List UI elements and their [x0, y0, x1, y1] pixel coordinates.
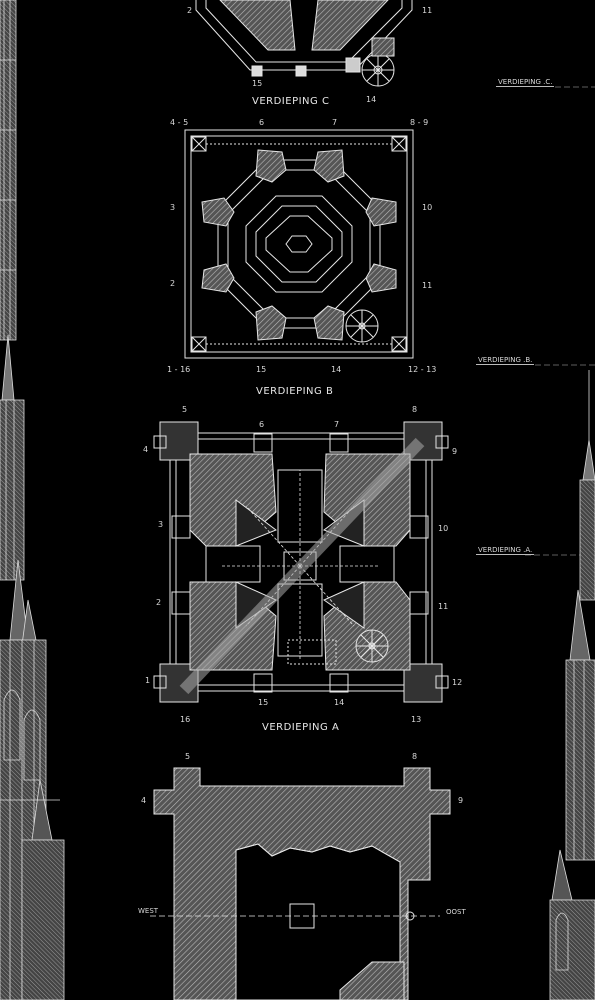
floor-a-number: 2 — [156, 598, 162, 607]
ground-floor-number: 9 — [458, 796, 464, 805]
floor-b-number: 2 — [170, 279, 176, 288]
floor-a-number: 11 — [438, 602, 449, 611]
floor-b-number: 4 - 5 — [170, 118, 189, 127]
level-marker-a: VERDIEPING .A. — [476, 546, 535, 555]
floor-a-number: 8 — [412, 405, 418, 414]
floor-b-number: 6 — [259, 118, 265, 127]
level-marker-b: VERDIEPING .B. — [476, 356, 535, 365]
ground-floor-number: 4 — [141, 796, 147, 805]
floor-a-number: 15 — [258, 698, 269, 707]
floor-c-title: VERDIEPING C — [252, 96, 330, 107]
floor-a-number: 9 — [452, 447, 458, 456]
floor-plan-a — [153, 421, 449, 703]
floor-c-number: 2 — [187, 6, 193, 15]
floor-b-number: 3 — [170, 203, 176, 212]
compass-west-label: WEST — [138, 907, 159, 915]
floor-a-title: VERDIEPING A — [262, 722, 340, 733]
compass-east-label: OOST — [446, 908, 466, 916]
floor-a-number: 12 — [452, 678, 463, 687]
floor-a-number: 16 — [180, 715, 191, 724]
floor-a-number: 10 — [438, 524, 449, 533]
left-tower-elevation — [0, 0, 65, 1000]
floor-c-number: 15 — [252, 79, 263, 88]
ground-floor-number: 8 — [412, 752, 418, 761]
floor-a-number: 7 — [334, 420, 340, 429]
floor-plan-b — [184, 129, 414, 359]
floor-b-number: 8 - 9 — [410, 118, 429, 127]
level-marker-c: VERDIEPING .C. — [496, 78, 555, 87]
floor-a-number: 13 — [411, 715, 422, 724]
floor-b-number: 14 — [331, 365, 342, 374]
floor-b-number: 11 — [422, 281, 433, 290]
floor-b-number: 1 - 16 — [167, 365, 191, 374]
floor-a-number: 4 — [143, 445, 149, 454]
floor-b-number: 7 — [332, 118, 338, 127]
floor-a-number: 14 — [334, 698, 345, 707]
floor-b-number: 15 — [256, 365, 267, 374]
floor-b-number: 10 — [422, 203, 433, 212]
floor-a-number: 6 — [259, 420, 265, 429]
right-tower-elevation — [549, 370, 595, 1000]
floor-c-number: 14 — [366, 95, 377, 104]
level-marker-lines — [525, 86, 595, 556]
ground-floor-number: 5 — [185, 752, 191, 761]
floor-plan-ground — [150, 767, 451, 1000]
floor-plan-c — [195, 0, 413, 87]
floor-b-title: VERDIEPING B — [256, 386, 334, 397]
floor-c-number: 11 — [422, 6, 433, 15]
floor-a-number: 1 — [145, 676, 151, 685]
floor-b-number: 12 - 13 — [408, 365, 437, 374]
floor-a-number: 3 — [158, 520, 164, 529]
floor-a-number: 5 — [182, 405, 188, 414]
